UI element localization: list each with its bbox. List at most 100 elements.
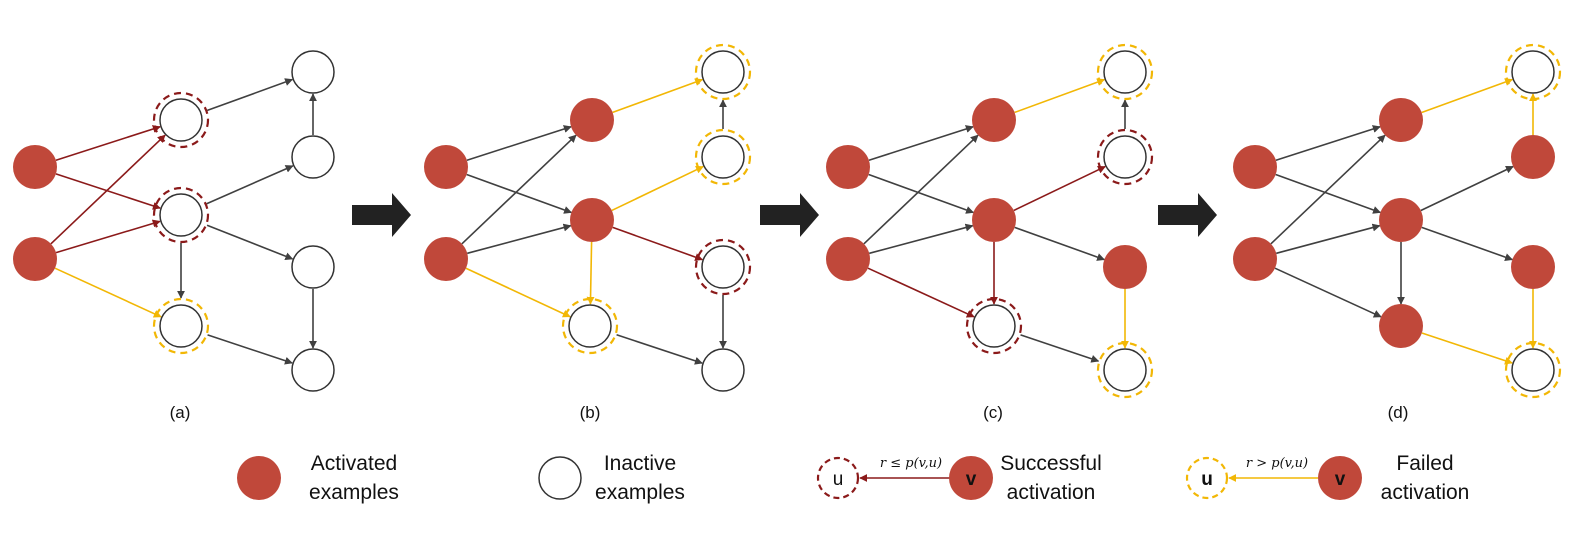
edge-b-b-d	[467, 223, 572, 255]
edge-c-b-d	[869, 223, 974, 255]
node-d-f-fail-ring	[1504, 43, 1562, 101]
legend-fail-u-label: u	[1201, 469, 1213, 490]
node-d-h-activated	[1511, 245, 1555, 289]
legend-inactive: Inactive examples	[538, 452, 685, 504]
node-b-g-inactive	[701, 135, 745, 179]
panel-d	[1233, 43, 1562, 399]
edge-a-a-d	[55, 173, 161, 210]
edge-d-b-d	[1276, 223, 1381, 255]
node-b-b-activated	[424, 237, 468, 281]
legend-success-u-node	[816, 456, 860, 500]
node-c-i-inactive	[1103, 348, 1147, 392]
legend-activated-node	[237, 456, 281, 500]
node-b-c-activated	[570, 98, 614, 142]
legend-fail-line2: activation	[1381, 481, 1470, 504]
node-a-c-inactive	[159, 98, 203, 142]
node-d-i-inactive	[1511, 348, 1555, 392]
edge-b-a-c	[466, 125, 572, 162]
edge-d-d-h	[1421, 226, 1514, 261]
edge-a-d-h	[206, 224, 294, 261]
node-b-e-fail-ring	[561, 297, 619, 355]
panel-caption-b: (b)	[580, 403, 601, 422]
legend-success-line2: activation	[1007, 481, 1096, 504]
node-c-i-fail-ring	[1096, 341, 1154, 399]
legend-success-line1: Successful	[1000, 452, 1102, 475]
node-b-g-fail-ring	[694, 128, 752, 186]
edge-c-b-c	[863, 134, 979, 245]
legend-fail-v-node	[1318, 456, 1362, 500]
legend-inactive-node	[538, 456, 582, 500]
transition-arrow-b-c	[760, 193, 819, 237]
edge-b-c-f	[612, 78, 704, 114]
edge-a-a-c	[55, 125, 161, 162]
node-b-f-fail-ring	[694, 43, 752, 101]
edge-c-d-h	[1014, 226, 1106, 261]
edge-c-d-g	[1013, 165, 1106, 212]
edge-d-e-i	[1421, 332, 1513, 365]
edge-c-c-f	[1014, 78, 1106, 114]
legend-inactive-line2: examples	[595, 481, 685, 504]
node-a-a-activated	[13, 145, 57, 189]
edge-a-d-g	[206, 165, 294, 205]
node-d-c-activated	[1379, 98, 1423, 142]
edge-d-a-c	[1275, 125, 1381, 162]
transition-arrow-c-d	[1158, 193, 1217, 237]
edge-b-a-d	[466, 173, 573, 214]
node-b-d-activated	[570, 198, 614, 242]
panel-b	[424, 43, 752, 392]
panel-caption-c: (c)	[983, 403, 1003, 422]
legend-success-u-label: u	[833, 469, 844, 490]
legend-success-formula: r ≤ p(v,u)	[880, 456, 942, 471]
node-c-e-success-ring	[965, 297, 1023, 355]
legend-fail-line1: Failed	[1396, 452, 1453, 475]
edge-b-d-e	[586, 241, 595, 305]
edge-d-a-d	[1275, 173, 1382, 214]
node-c-g-inactive	[1103, 135, 1147, 179]
node-d-a-activated	[1233, 145, 1277, 189]
panel-caption-a: (a)	[170, 403, 191, 422]
node-a-i-inactive	[291, 348, 335, 392]
legend-success-v-label: v	[966, 469, 977, 490]
node-a-g-inactive	[291, 135, 335, 179]
node-a-d-success-ring	[152, 186, 210, 244]
legend-activated: Activated examples	[237, 452, 399, 504]
legend-activated-line1: Activated	[311, 452, 397, 475]
edge-a-e-i	[207, 334, 293, 365]
node-b-h-success-ring	[694, 238, 752, 296]
transition-arrows	[352, 193, 1217, 237]
node-c-f-inactive	[1103, 50, 1147, 94]
edge-b-d-g	[611, 165, 704, 212]
edge-d-b-e	[1274, 267, 1382, 318]
node-a-h-inactive	[291, 245, 335, 289]
panel-caption-d: (d)	[1388, 403, 1409, 422]
legend-success-v-node	[949, 456, 993, 500]
panel-c	[826, 43, 1154, 399]
edge-d-b-c	[1270, 134, 1386, 245]
node-c-h-activated	[1103, 245, 1147, 289]
edge-b-d-h	[612, 226, 704, 261]
edge-c-b-e	[867, 267, 975, 318]
node-d-e-activated	[1379, 304, 1423, 348]
node-b-f-inactive	[701, 50, 745, 94]
edge-b-e-i	[616, 334, 703, 365]
edge-c-a-c	[868, 125, 974, 162]
panel-a	[13, 50, 335, 392]
node-c-e-inactive	[972, 304, 1016, 348]
edge-a-b-d	[55, 219, 161, 254]
node-b-e-inactive	[568, 304, 612, 348]
node-d-g-activated	[1511, 135, 1555, 179]
edge-d-c-f	[1421, 78, 1514, 114]
edge-b-b-e	[465, 267, 571, 318]
edge-c-a-d	[868, 173, 975, 214]
node-b-i-inactive	[701, 348, 745, 392]
node-a-e-fail-ring	[152, 297, 210, 355]
node-b-h-inactive	[701, 245, 745, 289]
node-d-d-activated	[1379, 198, 1423, 242]
node-c-f-fail-ring	[1096, 43, 1154, 101]
node-a-e-inactive	[159, 304, 203, 348]
edge-a-b-c	[50, 134, 166, 245]
legend-fail-u-node	[1185, 456, 1229, 500]
node-a-b-activated	[13, 237, 57, 281]
legend-fail-formula: r > p(v,u)	[1246, 456, 1308, 471]
